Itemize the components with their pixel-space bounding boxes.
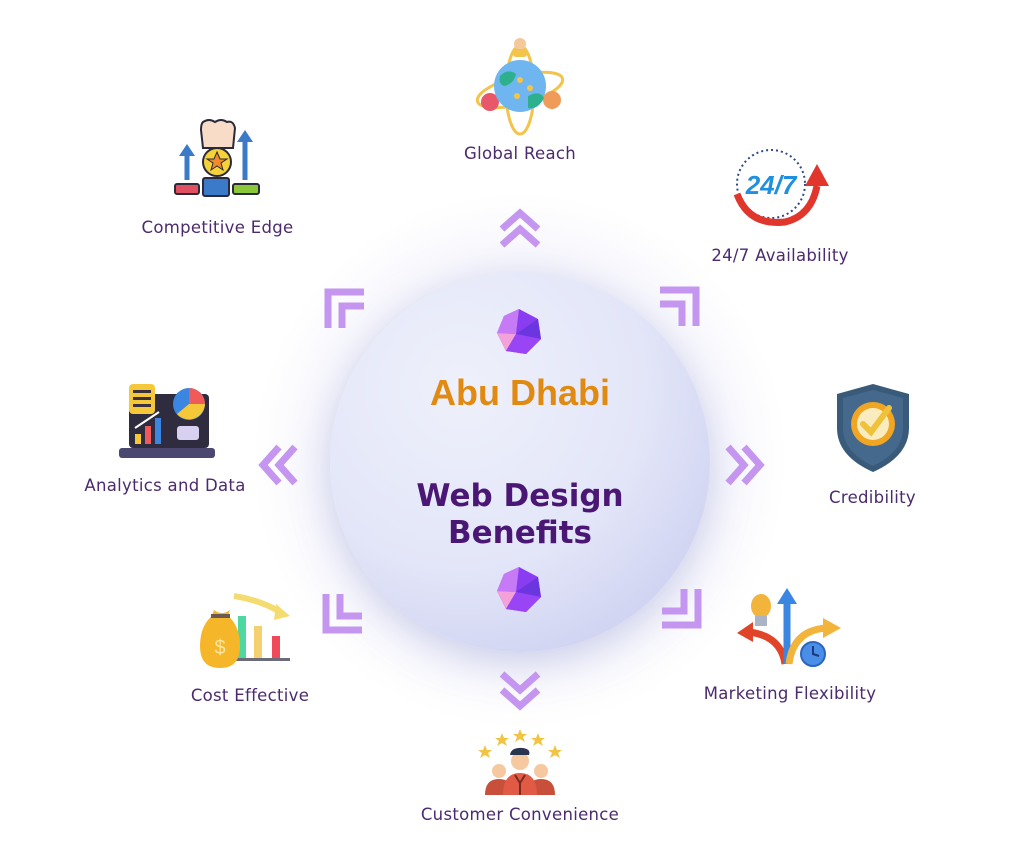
benefit-label: Competitive Edge [141,218,294,237]
double-chevron-right-icon [725,444,765,486]
benefit-24-7-availability: 24/7 24/7 Availability [690,142,870,265]
main-title-line1: Web Design [416,478,624,514]
benefit-competitive-edge: Competitive Edge [130,118,305,237]
benefit-credibility: Credibility [790,382,955,507]
globe-network-icon [475,38,565,136]
benefit-label: Analytics and Data [84,476,246,495]
benefit-customer-convenience: Customer Convenience [410,727,630,824]
double-chevron-down-right-icon [662,589,702,629]
double-chevron-down-icon [499,671,541,711]
money-bag-chart-icon: $ [200,593,290,668]
benefit-label: Global Reach [464,144,576,163]
benefit-label: Marketing Flexibility [703,684,877,703]
shield-check-icon [836,384,909,472]
svg-text:$: $ [214,637,225,659]
analytics-laptop-icon [119,384,215,458]
clock-24-7-icon: 24/7 [733,149,829,226]
svg-text:24/7: 24/7 [745,170,798,200]
branching-arrows-icon [737,588,841,667]
benefit-cost-effective: $ Cost Effective [170,592,330,705]
main-title: Web Design Benefits [330,478,710,552]
double-chevron-up-right-icon [660,286,700,326]
benefit-analytics-and-data: Analytics and Data [70,382,260,495]
benefit-label: Cost Effective [190,686,310,705]
benefit-label: Customer Convenience [420,805,620,824]
benefit-marketing-flexibility: Marketing Flexibility [690,584,890,703]
double-chevron-up-left-icon [324,288,364,328]
fist-podium-icon [173,119,260,197]
benefit-global-reach: Global Reach [430,38,610,163]
double-chevron-down-left-icon [322,594,362,634]
city-title: Abu Dhabi [430,372,610,413]
double-chevron-up-icon [499,208,541,248]
benefit-label: 24/7 Availability [711,246,849,265]
benefit-label: Credibility [829,488,916,507]
main-title-line2: Benefits [448,515,592,551]
gem-icon [497,309,541,354]
gem-icon [497,567,541,612]
customer-stars-icon [478,729,562,795]
double-chevron-left-icon [258,444,298,486]
